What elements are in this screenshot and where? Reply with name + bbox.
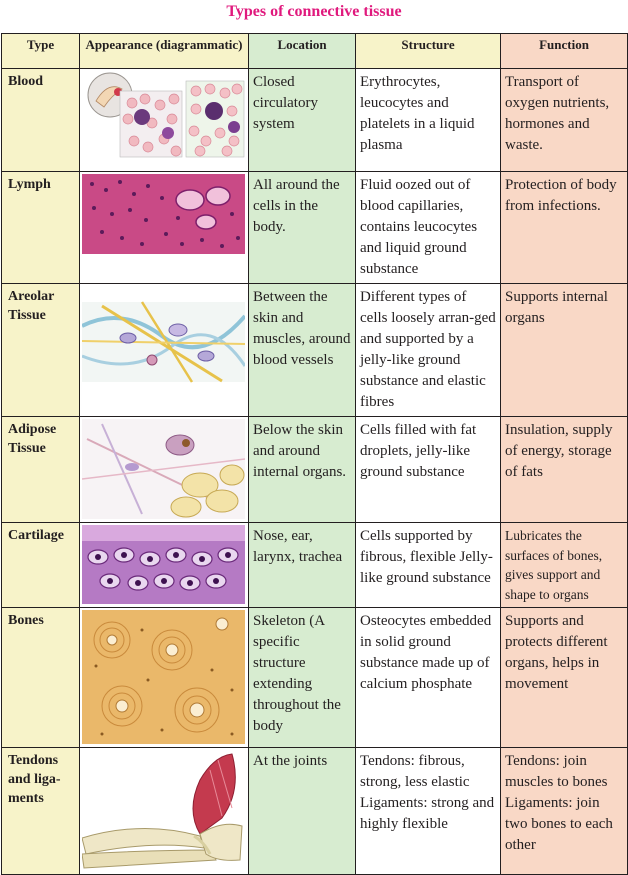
type-cell: Tendons and liga-ments [1,747,80,875]
header-type: Type [1,33,80,69]
location-cell: Between the skin and muscles, around blo… [248,283,356,417]
structure-cell: Tendons: fibrous, strong, less elastic L… [355,747,501,875]
type-cell: Areolar Tissue [1,283,80,417]
areolar-illustration [79,283,249,417]
tendons-ligaments-illustration [79,747,249,875]
structure-cell: Cells filled with fat droplets, jelly-li… [355,416,501,523]
function-cell: Supports and protects different organs, … [500,607,628,748]
table-row-bones: Bones [1,607,628,748]
blood-illustration [79,68,249,172]
table-row-cartilage: Cartilage [1,522,628,608]
table-row-tendons-ligaments: Tendons and liga-ments At the joints Ten… [1,747,628,875]
table-row-blood: Blood [1,68,628,172]
type-cell: Adipose Tissue [1,416,80,523]
function-cell: Lubricates the surfaces of bones, gives … [500,522,628,608]
location-cell: Skeleton (A specific structure extending… [248,607,356,748]
header-row: Type Appearance (diagrammatic) Location … [1,33,628,69]
table-title: Types of connective tissue [226,3,402,20]
type-cell: Blood [1,68,80,172]
connective-tissue-table: Type Appearance (diagrammatic) Location … [1,33,628,875]
structure-cell: Cells supported by fibrous, flexible Jel… [355,522,501,608]
structure-cell: Osteocytes embedded in solid ground subs… [355,607,501,748]
table-row-lymph: Lymph All around the cells in t [1,171,628,284]
lymph-illustration [79,171,249,284]
location-cell: Closed circulatory system [248,68,356,172]
structure-cell: Different types of cells loosely arran-g… [355,283,501,417]
type-cell: Lymph [1,171,80,284]
table-row-adipose: Adipose Tissue Below the skin and around [1,416,628,523]
adipose-illustration [79,416,249,523]
function-cell: Tendons: join muscles to bones Ligaments… [500,747,628,875]
function-cell: Protection of body from infections. [500,171,628,284]
structure-cell: Erythrocytes, leucocytes and platelets i… [355,68,501,172]
location-cell: Below the skin and around internal organ… [248,416,356,523]
location-cell: All around the cells in the body. [248,171,356,284]
function-cell: Insulation, supply of energy, storage of… [500,416,628,523]
header-function: Function [500,33,628,69]
structure-cell: Fluid oozed out of blood capillaries, co… [355,171,501,284]
cartilage-illustration [79,522,249,608]
type-cell: Bones [1,607,80,748]
bones-illustration [79,607,249,748]
table-row-areolar: Areolar Tissue Between the skin and musc… [1,283,628,417]
header-location: Location [248,33,356,69]
header-structure: Structure [355,33,501,69]
function-cell: Transport of oxygen nutrients, hormones … [500,68,628,172]
location-cell: Nose, ear, larynx, trachea [248,522,356,608]
location-cell: At the joints [248,747,356,875]
function-cell: Supports internal organs [500,283,628,417]
type-cell: Cartilage [1,522,80,608]
header-appearance: Appearance (diagrammatic) [79,33,249,69]
